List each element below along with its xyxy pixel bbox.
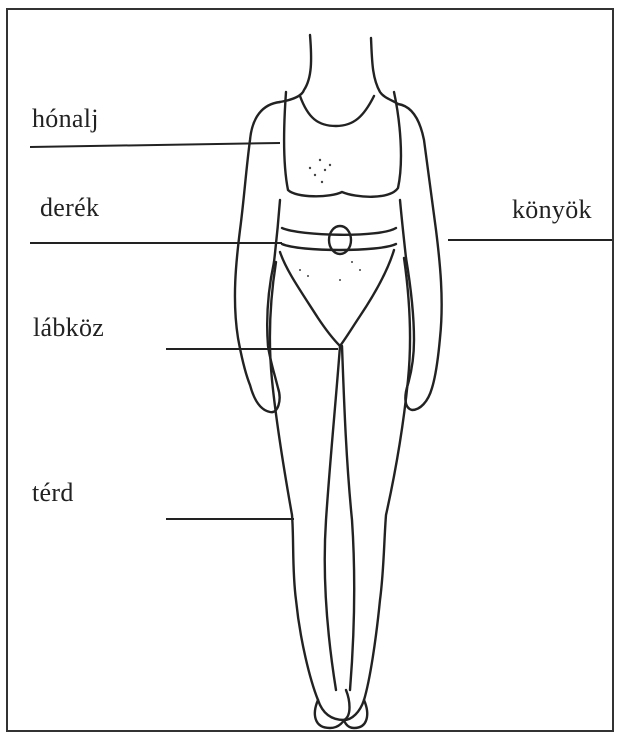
label-konyok: könyök	[512, 195, 592, 225]
label-labkoz: lábköz	[33, 313, 104, 343]
left-arm-outline	[235, 102, 280, 412]
label-terd: térd	[32, 478, 74, 508]
label-derek: derék	[40, 193, 99, 223]
left-leg-outline	[270, 262, 350, 720]
leader-line-honalj	[30, 143, 280, 147]
neck-outline	[280, 35, 311, 102]
belt	[282, 228, 396, 235]
label-honalj: hónalj	[32, 104, 99, 134]
top-garment	[284, 92, 401, 197]
bottom-garment	[280, 250, 394, 346]
